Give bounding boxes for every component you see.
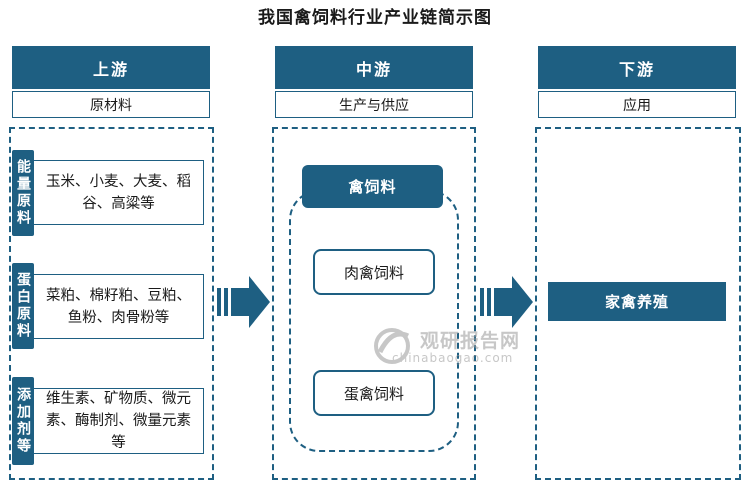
material-items-energy: 玉米、小麦、大麦、稻谷、高粱等 [33,160,204,225]
stage-midstream-header: 中游 [275,46,473,89]
stage-downstream-header: 下游 [538,46,736,89]
watermark: 观研报告网 chinabaogao.com [370,322,530,372]
poultry-feed-header: 禽饲料 [302,165,443,208]
stage-upstream-subtitle: 原材料 [12,91,210,118]
material-items-protein: 菜粕、棉籽粕、豆粕、鱼粉、肉骨粉等 [33,274,204,339]
poultry-farming-box: 家禽养殖 [548,282,726,321]
stage-downstream-subtitle: 应用 [538,91,736,118]
layer-feed-box: 蛋禽饲料 [313,370,435,416]
material-category-protein: 蛋白原料 [12,263,34,349]
downstream-panel [535,127,741,480]
watermark-name: 观研报告网 [420,330,521,352]
material-category-additives: 添加剂等 [12,377,34,465]
watermark-logo-icon [374,328,410,364]
stage-upstream-header: 上游 [12,46,210,89]
flow-arrow-upstream-to-midstream [217,276,270,328]
broiler-feed-box: 肉禽饲料 [313,249,435,295]
midstream-panel [272,127,476,480]
upstream-panel [9,127,214,480]
watermark-url: chinabaogao.com [392,351,514,365]
flow-arrow-midstream-to-downstream [480,276,533,328]
diagram-title: 我国禽饲料行业产业链简示图 [258,8,492,28]
material-items-additives: 维生素、矿物质、微元素、酶制剂、微量元素等 [33,388,204,454]
material-category-energy: 能量原料 [12,150,34,236]
stage-midstream-subtitle: 生产与供应 [275,91,473,118]
